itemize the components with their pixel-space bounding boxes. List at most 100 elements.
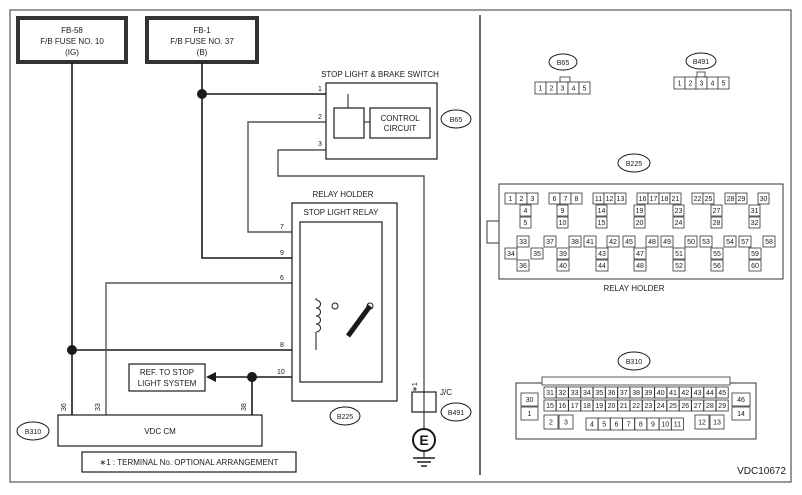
b310-pin-label: 22	[632, 403, 640, 410]
svg-text:REF. TO STOP: REF. TO STOP	[140, 368, 194, 377]
b225-pin-label: 8	[575, 196, 579, 203]
b225-pin-label: 20	[636, 220, 644, 227]
b310-pin-label: 14	[737, 411, 745, 418]
b310-pin-label: 6	[614, 422, 618, 429]
b310-pin-cell	[709, 414, 725, 430]
b225-pin-label: 23	[675, 208, 683, 215]
fuse-box-ig: FB-58 F/B FUSE NO. 10 (IG)	[16, 16, 128, 64]
svg-text:33: 33	[95, 403, 102, 411]
svg-text:∗1 : TERMINAL No. OPTIONAL ARR: ∗1 : TERMINAL No. OPTIONAL ARRANGEMENT	[100, 458, 279, 467]
b225-pin-cell	[556, 247, 570, 260]
b225-pin-cell	[570, 192, 583, 205]
b225-pin-cell	[702, 192, 715, 205]
b310-pin-label: 27	[694, 403, 702, 410]
b225-pin-cell	[710, 216, 723, 229]
b225-pin-cell	[516, 235, 530, 248]
b225-pin-cell	[710, 259, 724, 272]
svg-text:STOP LIGHT & BRAKE SWITCH: STOP LIGHT & BRAKE SWITCH	[321, 70, 439, 79]
b310-pin-label: 30	[526, 397, 534, 404]
b225-pin-cell	[672, 216, 685, 229]
b65-pin-label: 4	[572, 86, 576, 93]
b310-pin-label: 40	[657, 390, 665, 397]
b225-pin-cell	[699, 235, 713, 248]
b491-pin-label: 4	[711, 81, 715, 88]
b225-pin-cell	[672, 204, 685, 217]
b225-pin-cell	[595, 259, 609, 272]
b225-pin-label: 25	[705, 196, 713, 203]
b225-pin-label: 53	[702, 239, 710, 246]
svg-text:F/B FUSE NO. 37: F/B FUSE NO. 37	[170, 37, 234, 46]
b225-pin-label: 33	[519, 239, 527, 246]
b310-pin-label: 39	[645, 390, 653, 397]
b225-pin-cell	[633, 204, 646, 217]
svg-text:F/B FUSE NO. 10: F/B FUSE NO. 10	[40, 37, 104, 46]
b310-pin-cell	[731, 406, 751, 421]
b225-pin-label: 31	[751, 208, 759, 215]
b225-pin-label: 5	[524, 220, 528, 227]
b491-pin-label: 3	[700, 81, 704, 88]
b225-pin-label: 3	[531, 196, 535, 203]
b225-pin-cell	[672, 259, 686, 272]
b225-pin-cell	[710, 247, 724, 260]
b225-pin-cell	[762, 235, 776, 248]
b310-pin-label: 32	[558, 390, 566, 397]
b225-pin-cell	[633, 259, 647, 272]
b225-pin-label: 34	[507, 251, 515, 258]
b225-pin-label: 55	[713, 251, 721, 258]
b310-pin-label: 8	[639, 422, 643, 429]
b225-pin-label: 51	[675, 251, 683, 258]
b310-pin-cell	[520, 406, 539, 421]
b225-pin-label: 36	[519, 263, 527, 270]
svg-text:3: 3	[318, 141, 322, 148]
b310-pin-cell	[715, 386, 729, 399]
b225-pin-label: 60	[751, 263, 759, 270]
svg-text:∗1: ∗1	[412, 382, 419, 392]
svg-text:1: 1	[318, 86, 322, 93]
arrow-ref	[206, 372, 216, 382]
b310-pin-label: 10	[661, 422, 669, 429]
b225-pin-label: 48	[636, 263, 644, 270]
b310-pin-label: 42	[681, 390, 689, 397]
b225-pin-label: 10	[559, 220, 567, 227]
b310-pin-label: 43	[694, 390, 702, 397]
svg-text:VDC CM: VDC CM	[144, 427, 176, 436]
svg-text:CIRCUIT: CIRCUIT	[384, 124, 417, 133]
svg-text:B225: B225	[626, 161, 642, 168]
b225-pin-label: 28	[727, 196, 735, 203]
b225-pin-label: 59	[751, 251, 759, 258]
b225-pin-label: 13	[617, 196, 625, 203]
svg-text:RELAY HOLDER: RELAY HOLDER	[603, 284, 664, 293]
b225-pin-cell	[530, 247, 544, 260]
b225-pin-label: 49	[663, 239, 671, 246]
b225-pin-label: 27	[713, 208, 721, 215]
b225-pin-label: 17	[650, 196, 658, 203]
b310-pin-label: 24	[657, 403, 665, 410]
b225-pin-label: 48	[648, 239, 656, 246]
b491-pin-cell	[717, 76, 730, 90]
b310-pin-label: 21	[620, 403, 628, 410]
b225-pin-cell	[519, 216, 532, 229]
b225-pin-cell	[595, 204, 608, 217]
svg-text:CONTROL: CONTROL	[380, 114, 420, 123]
b225-pin-label: 21	[672, 196, 680, 203]
b65-pin-label: 1	[539, 86, 543, 93]
b310-pin-label: 38	[632, 390, 640, 397]
b225-pin-label: 58	[765, 239, 773, 246]
svg-text:B491: B491	[448, 410, 464, 417]
b225-pin-label: 4	[524, 208, 528, 215]
b225-pin-cell	[710, 204, 723, 217]
svg-text:7: 7	[280, 224, 284, 231]
b225-pin-cell	[748, 204, 761, 217]
b225-pin-label: 19	[636, 208, 644, 215]
b310-pin-label: 1	[528, 411, 532, 418]
b310-pin-label: 25	[669, 403, 677, 410]
svg-text:FB-58: FB-58	[61, 26, 83, 35]
b225-pin-label: 38	[571, 239, 579, 246]
b310-pin-label: 44	[706, 390, 714, 397]
b225-pin-cell	[606, 235, 620, 248]
b225-pin-cell	[669, 192, 682, 205]
svg-text:FB-1: FB-1	[193, 26, 211, 35]
b225-pin-cell	[748, 259, 762, 272]
b491-pin-label: 5	[722, 81, 726, 88]
ref-stop-light-box: REF. TO STOP LIGHT SYSTEM	[128, 363, 206, 392]
